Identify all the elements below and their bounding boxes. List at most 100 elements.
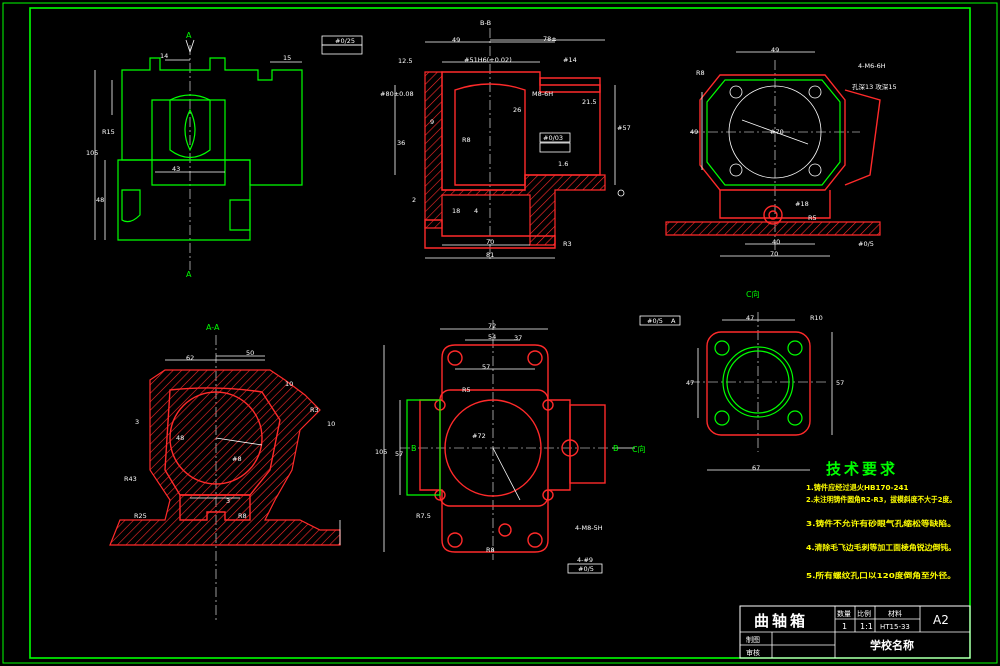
dim: 54: [488, 333, 496, 341]
dim: 78±: [543, 35, 557, 43]
dim: 孔深13 攻深15: [852, 82, 897, 91]
part-name: 曲轴箱: [754, 612, 808, 630]
mark-a-bottom: A: [186, 270, 192, 279]
dim: #0/25: [335, 37, 355, 45]
tech-req-item: 1.铸件应经过退火HB170-241: [806, 483, 909, 492]
dim: 48: [176, 434, 184, 442]
tech-req-item: 4.清除毛飞边毛刺等加工面棱角锐边倒钝。: [806, 543, 956, 552]
dim: #80±0.08: [380, 90, 414, 98]
dim: 10: [327, 420, 335, 428]
dim: #14: [563, 56, 577, 64]
dim: #72: [472, 432, 486, 440]
header-qty: 数量: [837, 609, 851, 618]
inner-border: [29, 7, 971, 659]
school-name: 学校名称: [870, 638, 914, 652]
dim: 4-M8-5H: [575, 524, 603, 532]
tech-req-item: 2.未注明铸件圆角R2-R3，拔模斜度不大于2度。: [806, 495, 956, 504]
dim: #8: [232, 455, 242, 463]
dim: R10: [810, 314, 823, 322]
mark-b: B: [613, 444, 619, 453]
dim: 9: [430, 118, 434, 126]
dim: 10: [285, 380, 293, 388]
dim: 4-#9: [577, 556, 593, 564]
mark-b-left: B: [411, 444, 417, 453]
dim: 15: [283, 54, 291, 62]
dim: 105: [375, 448, 387, 456]
tech-req-item: 3.铸件不允许有砂眼气孔缩松等缺陷。: [806, 519, 956, 528]
view-section-aa: A-A 62 50 3 10 #8 R43 R25 R8 3 R3 10 48: [109, 323, 341, 620]
dim: R5: [808, 214, 817, 222]
dim: 72: [488, 322, 496, 330]
dim: R5: [462, 386, 471, 394]
tech-req-item: 5.所有螺纹孔口以120度倒角至外径。: [806, 571, 956, 580]
header-scale: 比例: [857, 609, 871, 618]
dim: 49: [690, 128, 698, 136]
dim: R3: [310, 406, 319, 414]
dim: #0/5: [647, 317, 663, 325]
view-side-elevation: A A 14 15 R15 105 48 43: [86, 31, 303, 279]
dim: 67: [752, 464, 760, 472]
dim: R8: [486, 546, 495, 554]
dim: #70: [770, 128, 784, 136]
mark-c-arrow: C向: [632, 444, 646, 454]
dim: 12.5: [398, 57, 412, 65]
dim: R7.5: [416, 512, 431, 520]
dim: 26: [513, 106, 521, 114]
mark-a-top: A: [186, 31, 192, 40]
view-top-right: 49 4-M6-6H 孔深13 攻深15 R8 49 #70 #18 R5 40…: [665, 46, 897, 258]
qty-value: 1: [842, 622, 847, 631]
view-c-label: C向: [746, 289, 760, 299]
dim: #0/03: [543, 134, 563, 142]
dim: 70: [486, 238, 494, 246]
dim: R8: [462, 136, 471, 144]
dim: 57: [836, 379, 844, 387]
view-front: 72 54 37 57 R5 #72 R7.5 R8 105 57 4-M8-5…: [375, 320, 646, 574]
view-section-bb: B-B 49 78± #51H6(+0.02) #14 M8-6H 21.5 2…: [321, 19, 631, 262]
section-aa-label: A-A: [206, 323, 220, 332]
dim: 40: [772, 238, 780, 246]
dim: #0/5: [858, 240, 874, 248]
dim: 49: [452, 36, 460, 44]
dim: 37: [514, 334, 522, 342]
header-material: 材料: [888, 609, 902, 618]
drawn-by-label: 制图: [746, 635, 760, 644]
dim: 57: [395, 450, 403, 458]
dim: 3: [135, 418, 139, 426]
dim: R15: [102, 128, 115, 136]
dim: 18: [452, 207, 460, 215]
dim: 48: [96, 196, 104, 204]
tech-req-title: 技术要求: [826, 460, 898, 478]
dim: 43: [172, 165, 180, 173]
dim: 62: [186, 354, 194, 362]
dim: 81: [486, 251, 494, 259]
dim: 57: [482, 363, 490, 371]
dim: R25: [134, 512, 147, 520]
dim: 14: [160, 52, 168, 60]
dim: 70: [770, 250, 778, 258]
dim: 21.5: [582, 98, 596, 106]
dim: 4: [474, 207, 478, 215]
dim: 49: [771, 46, 779, 54]
dim: R8: [696, 69, 705, 77]
view-c-direction: C向 47 R10 47 57 67 #0/5 A: [639, 289, 844, 472]
technical-requirements: 技术要求 1.铸件应经过退火HB170-241 2.未注明铸件圆角R2-R3，拔…: [806, 460, 956, 580]
sheet-size: A2: [933, 613, 949, 627]
dim: #0/5: [578, 565, 594, 573]
dim: #51H6(+0.02): [464, 56, 512, 64]
scale-value: 1:1: [860, 622, 873, 631]
dim: 4-M6-6H: [858, 62, 886, 70]
section-bb-label: B-B: [480, 19, 491, 27]
title-block: 曲轴箱 数量 比例 材料 1 1:1 HT15-33 A2 制图 审核 学校名称: [739, 605, 971, 659]
dim: 47: [686, 379, 694, 387]
dim: 2: [412, 196, 416, 204]
dim: R3: [563, 240, 572, 248]
checked-by-label: 审核: [746, 648, 760, 657]
dim: A: [671, 317, 676, 325]
dim: #18: [795, 200, 809, 208]
dim: 1.6: [558, 160, 568, 168]
dim: #57: [617, 124, 631, 132]
material-value: HT15-33: [880, 623, 910, 631]
dim: M8-6H: [532, 90, 553, 98]
